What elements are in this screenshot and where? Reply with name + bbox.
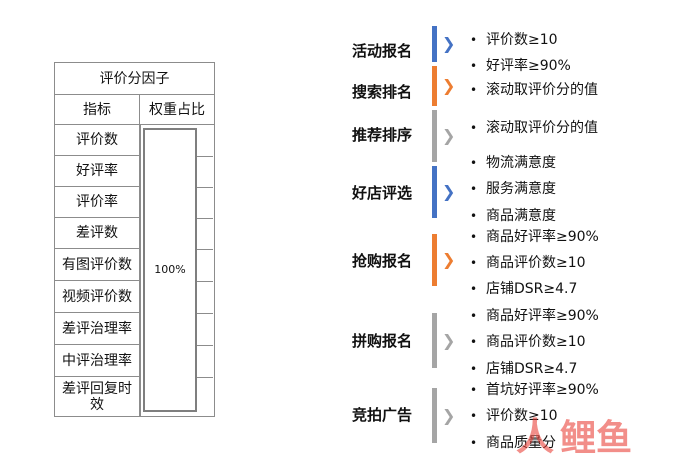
criteria-item: • 商品评价数≥10 bbox=[470, 255, 586, 271]
chevron-right-icon: ❯ bbox=[442, 76, 456, 95]
criteria-item: • 评价数≥10 bbox=[470, 408, 558, 424]
bullet-icon: • bbox=[470, 121, 478, 135]
channel-bar bbox=[432, 166, 437, 218]
criteria-item: • 评价数≥10 bbox=[470, 32, 558, 48]
channel-bar bbox=[432, 66, 437, 106]
criteria-item: • 商品好评率≥90% bbox=[470, 229, 599, 245]
bullet-icon: • bbox=[470, 309, 478, 323]
bullet-icon: • bbox=[470, 156, 478, 170]
header-weight: 权重占比 bbox=[139, 94, 215, 125]
criteria-text: 物流满意度 bbox=[486, 155, 556, 171]
channel-label: 竞拍广告 bbox=[351, 406, 412, 424]
criteria-text: 商品评价数≥10 bbox=[486, 334, 586, 350]
criteria-text: 评价数≥10 bbox=[486, 408, 558, 424]
svg-text:鲤鱼: 鲤鱼 bbox=[560, 418, 632, 458]
channel-bar bbox=[432, 110, 437, 162]
table-row-label: 差评数 bbox=[54, 217, 140, 249]
criteria-item: • 滚动取评价分的值 bbox=[470, 120, 598, 136]
factor-table: 评价分因子 指标 权重占比 评价数 100% bbox=[54, 62, 215, 417]
table-row-label: 中评治理率 bbox=[54, 344, 140, 377]
chevron-right-icon: ❯ bbox=[442, 250, 456, 269]
criteria-text: 商品好评率≥90% bbox=[486, 229, 599, 245]
bullet-icon: • bbox=[470, 33, 478, 47]
bullet-icon: • bbox=[470, 383, 478, 397]
channel-label: 活动报名 bbox=[351, 42, 412, 60]
criteria-item: • 商品满意度 bbox=[470, 208, 556, 224]
channel-bar bbox=[432, 26, 437, 62]
chevron-right-icon: ❯ bbox=[442, 34, 456, 53]
criteria-item: • 好评率≥90% bbox=[470, 58, 571, 74]
weight-value: 100% bbox=[154, 263, 186, 276]
channel-bar bbox=[432, 234, 437, 286]
channel-label: 推荐排序 bbox=[351, 126, 412, 144]
weight-row-dividers bbox=[197, 125, 213, 416]
criteria-text: 商品满意度 bbox=[486, 208, 556, 224]
criteria-item: • 服务满意度 bbox=[470, 181, 556, 197]
header-indicator: 指标 bbox=[54, 94, 140, 125]
table-row-label: 差评治理率 bbox=[54, 312, 140, 345]
channel-label: 好店评选 bbox=[351, 184, 412, 202]
criteria-item: • 商品评价数≥10 bbox=[470, 334, 586, 350]
bullet-icon: • bbox=[470, 209, 478, 223]
criteria-item: • 店铺DSR≥4.7 bbox=[470, 281, 577, 297]
criteria-text: 评价数≥10 bbox=[486, 32, 558, 48]
channel-label: 拼购报名 bbox=[351, 332, 412, 350]
criteria-item: • 首坑好评率≥90% bbox=[470, 382, 599, 398]
channel-bar bbox=[432, 388, 437, 443]
bullet-icon: • bbox=[470, 230, 478, 244]
weight-box: 100% bbox=[143, 128, 197, 412]
bullet-icon: • bbox=[470, 436, 478, 450]
criteria-item: • 物流满意度 bbox=[470, 155, 556, 171]
chevron-right-icon: ❯ bbox=[442, 182, 456, 201]
criteria-text: 商品评价数≥10 bbox=[486, 255, 586, 271]
channel-label: 抢购报名 bbox=[351, 252, 412, 270]
criteria-text: 商品好评率≥90% bbox=[486, 308, 599, 324]
table-row-label: 差评回复时效 bbox=[54, 376, 140, 417]
table-row-label: 有图评价数 bbox=[54, 248, 140, 281]
table-row-label: 好评率 bbox=[54, 155, 140, 187]
criteria-text: 店铺DSR≥4.7 bbox=[486, 361, 578, 377]
chevron-right-icon: ❯ bbox=[442, 126, 456, 145]
criteria-text: 滚动取评价分的值 bbox=[486, 120, 598, 136]
bullet-icon: • bbox=[470, 83, 478, 97]
table-title: 评价分因子 bbox=[54, 62, 215, 95]
table-row-label: 评价数 bbox=[54, 124, 140, 156]
weight-cell: 100% bbox=[139, 124, 215, 417]
criteria-item: • 商品好评率≥90% bbox=[470, 308, 599, 324]
bullet-icon: • bbox=[470, 409, 478, 423]
channel-label: 搜索排名 bbox=[351, 83, 412, 101]
table-row-label: 视频评价数 bbox=[54, 280, 140, 313]
bullet-icon: • bbox=[470, 282, 478, 296]
bullet-icon: • bbox=[470, 256, 478, 270]
criteria-item: • 商品质量分 bbox=[470, 435, 556, 451]
bullet-icon: • bbox=[470, 362, 478, 376]
criteria-text: 商品质量分 bbox=[486, 435, 556, 451]
criteria-item: • 滚动取评价分的值 bbox=[470, 82, 598, 98]
chevron-right-icon: ❯ bbox=[442, 405, 456, 425]
criteria-item: • 店铺DSR≥4.7 bbox=[470, 361, 577, 377]
criteria-text: 服务满意度 bbox=[486, 181, 556, 197]
criteria-text: 滚动取评价分的值 bbox=[486, 82, 598, 98]
bullet-icon: • bbox=[470, 182, 478, 196]
svg-text:人: 人 bbox=[516, 415, 554, 458]
bullet-icon: • bbox=[470, 335, 478, 349]
criteria-text: 店铺DSR≥4.7 bbox=[486, 281, 578, 297]
bullet-icon: • bbox=[470, 59, 478, 73]
criteria-text: 首坑好评率≥90% bbox=[486, 382, 599, 398]
table-row-label: 评价率 bbox=[54, 186, 140, 218]
criteria-text: 好评率≥90% bbox=[486, 58, 571, 74]
channel-bar bbox=[432, 313, 437, 368]
chevron-right-icon: ❯ bbox=[442, 330, 456, 350]
watermark-logo: 人 鲤鱼 bbox=[516, 415, 632, 458]
